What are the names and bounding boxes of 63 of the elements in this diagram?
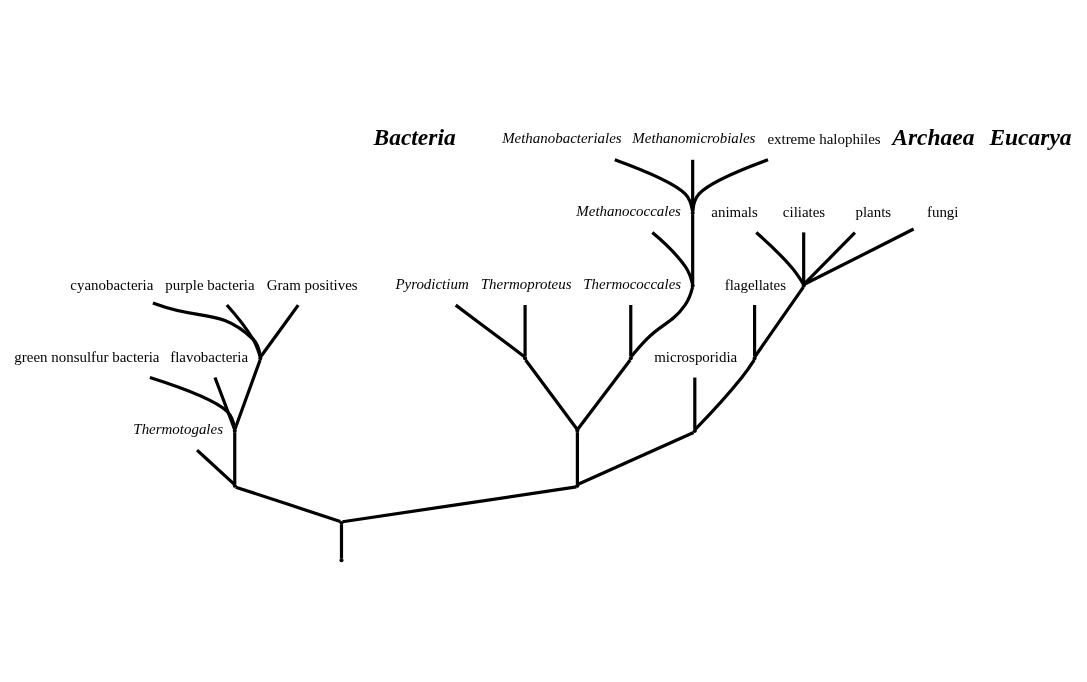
- node-text: ciliates: [782, 203, 826, 220]
- node-text: plants: [855, 203, 892, 220]
- node-text: Thermococcales: [583, 275, 682, 292]
- node-text: animals: [711, 203, 758, 220]
- node-text: Gram positives: [266, 276, 358, 293]
- connector: [233, 431, 237, 484]
- node-text: flavobacteria: [170, 348, 249, 365]
- node-text: flagellates: [724, 276, 787, 293]
- connector: [629, 304, 633, 356]
- label: Bacteria: [373, 123, 456, 150]
- node-point: [258, 355, 263, 360]
- connector: [803, 230, 857, 285]
- connector: [691, 157, 769, 212]
- connector: [691, 159, 695, 211]
- connector: [753, 304, 757, 356]
- label: Eucarya: [989, 123, 1072, 150]
- connector: [524, 358, 579, 430]
- node-point: [339, 520, 344, 525]
- node-text: microsporidia: [654, 348, 738, 365]
- node-point: [523, 355, 528, 360]
- node-text: Pyrodictium: [395, 275, 469, 292]
- connector: [195, 448, 236, 485]
- node-point: [690, 210, 695, 215]
- node-point: [339, 557, 344, 562]
- connector: [576, 358, 632, 430]
- connector: [575, 431, 579, 484]
- connector: [233, 358, 262, 429]
- node-text: Methanobacteriales: [502, 129, 622, 146]
- node-point: [575, 428, 580, 433]
- node-text: Thermoproteus: [480, 275, 572, 292]
- node-text: purple bacteria: [165, 276, 255, 293]
- connector: [693, 377, 697, 429]
- node-point: [690, 283, 695, 288]
- connector: [614, 157, 695, 212]
- node-text: Methanomicrobiales: [632, 129, 756, 146]
- connector: [755, 230, 805, 285]
- node-point: [628, 355, 633, 360]
- node-point: [692, 428, 697, 433]
- node-text: extreme halophiles: [767, 130, 881, 147]
- node-text: fungi: [926, 203, 959, 220]
- node-point: [801, 283, 806, 288]
- connector: [523, 304, 527, 356]
- connector: [339, 524, 344, 558]
- connector: [753, 286, 805, 358]
- node-point: [575, 483, 580, 488]
- node-point: [232, 483, 237, 488]
- node-text: green nonsulfur bacteria: [14, 348, 160, 365]
- connector: [694, 358, 756, 430]
- label: Archaea: [892, 123, 975, 150]
- node-text: cyanobacteria: [70, 276, 154, 293]
- connector: [152, 301, 262, 357]
- connector: [629, 286, 695, 358]
- connector: [342, 484, 577, 523]
- connector: [802, 231, 806, 284]
- node-point: [752, 355, 757, 360]
- connector: [225, 303, 262, 357]
- node-point: [232, 428, 237, 433]
- connector: [235, 485, 341, 523]
- connector: [691, 214, 695, 284]
- node-text: Thermotogales: [133, 420, 223, 437]
- connector: [213, 376, 236, 430]
- node-text: Methanococcales: [576, 202, 681, 219]
- connector: [149, 375, 237, 429]
